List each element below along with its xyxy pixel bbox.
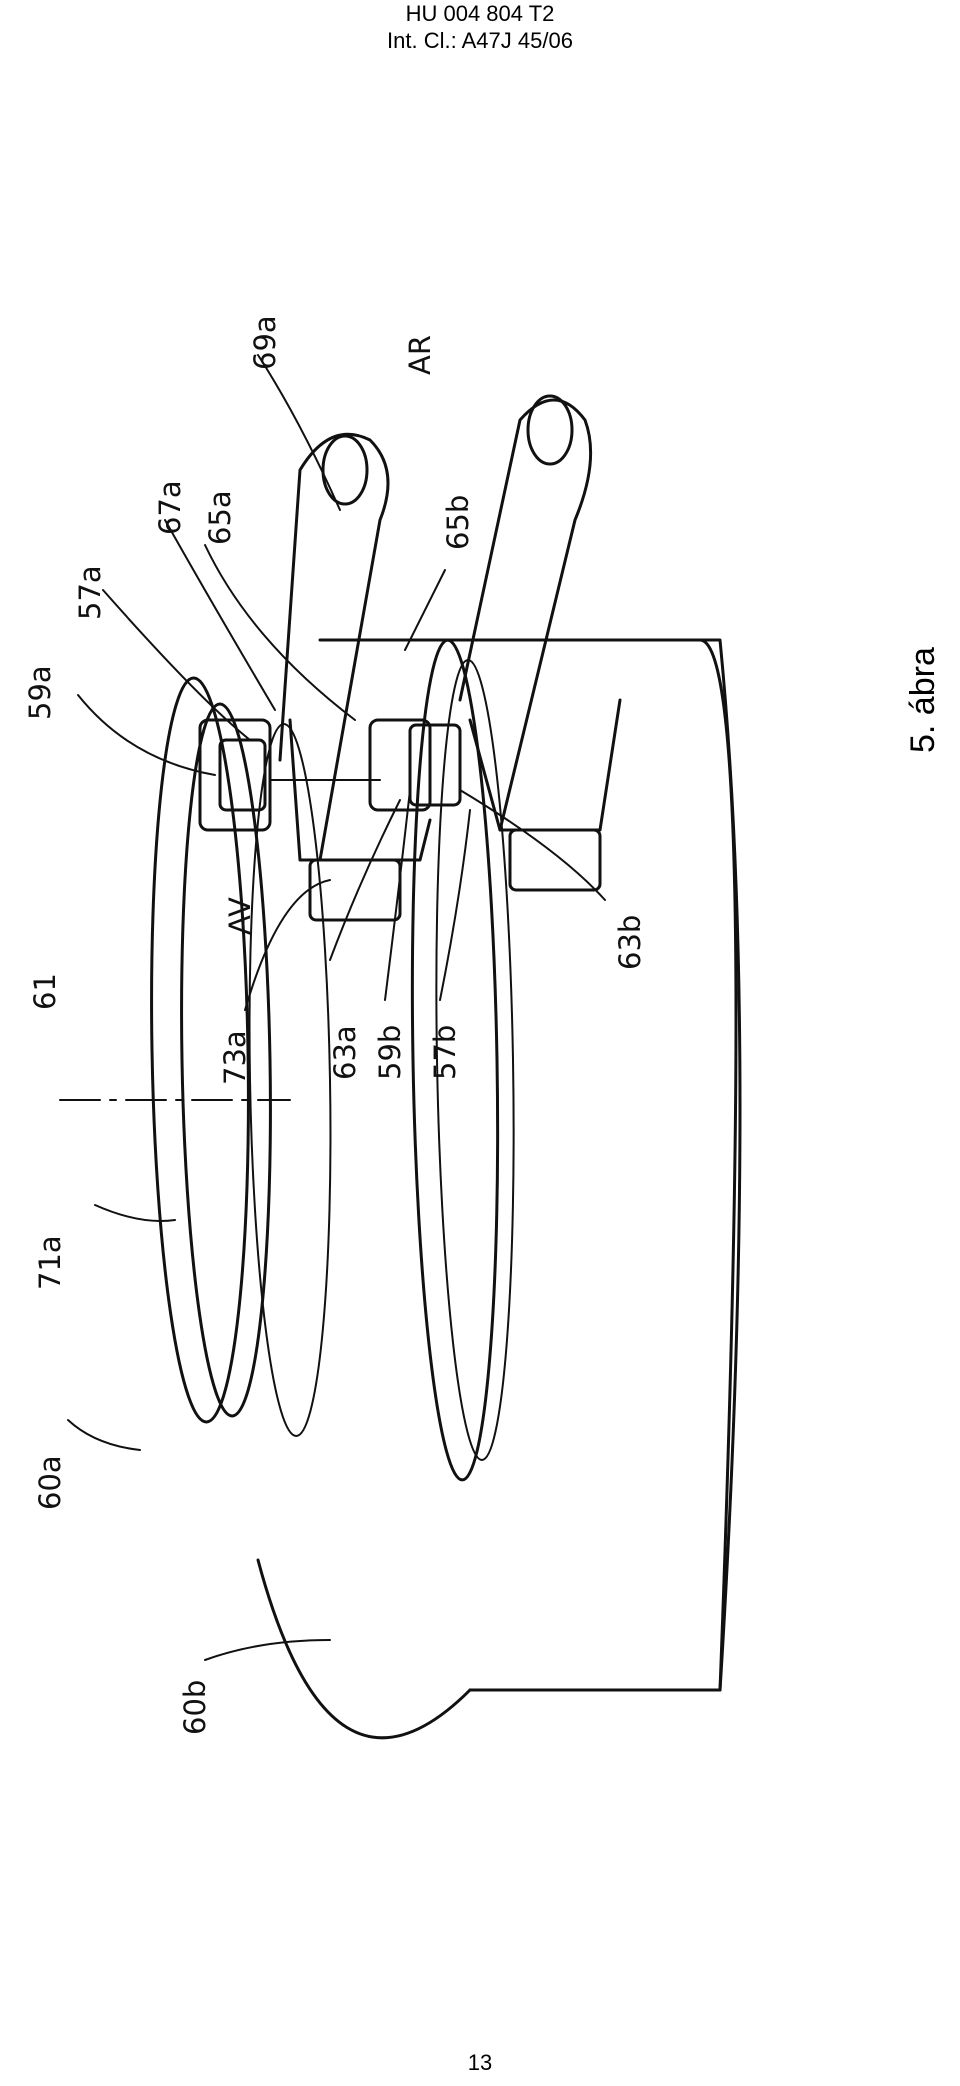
label-65a: 65a [203, 490, 237, 545]
page-number: 13 [467, 2050, 493, 2075]
document-header: HU 004 804 T2 Int. Cl.: A47J 45/06 [0, 0, 960, 54]
handle-69a [278, 432, 432, 922]
label-AV: AV [223, 897, 257, 935]
label-73a: 73a [218, 1030, 252, 1085]
figure-caption-text: 5. ábra [904, 647, 942, 753]
label-60a: 60a [33, 1455, 67, 1510]
label-71a: 71a [33, 1235, 67, 1290]
pan-body-60b [256, 638, 742, 1740]
classification: Int. Cl.: A47J 45/06 [387, 28, 573, 53]
label-69a: 69a [248, 315, 282, 370]
hinge-assembly [198, 718, 462, 832]
label-63b: 63b [613, 915, 647, 970]
label-65b: 65b [441, 495, 475, 550]
label-59a: 59a [23, 665, 57, 720]
label-63a: 63a [328, 1025, 362, 1080]
handle-69b [458, 394, 622, 892]
label-67a: 67a [153, 480, 187, 535]
label-60b: 60b [178, 1680, 212, 1735]
label-61: 61 [28, 973, 62, 1010]
label-57b: 57b [428, 1025, 462, 1080]
patent-number: HU 004 804 T2 [405, 1, 555, 26]
reference-labels: 69a AR 67a 65a 57a 65b 59a 63b AV 61 73a… [23, 315, 647, 1735]
label-AR: AR [403, 335, 437, 375]
leader-lines [67, 354, 606, 1661]
label-57a: 57a [73, 565, 107, 620]
label-59b: 59b [373, 1025, 407, 1080]
